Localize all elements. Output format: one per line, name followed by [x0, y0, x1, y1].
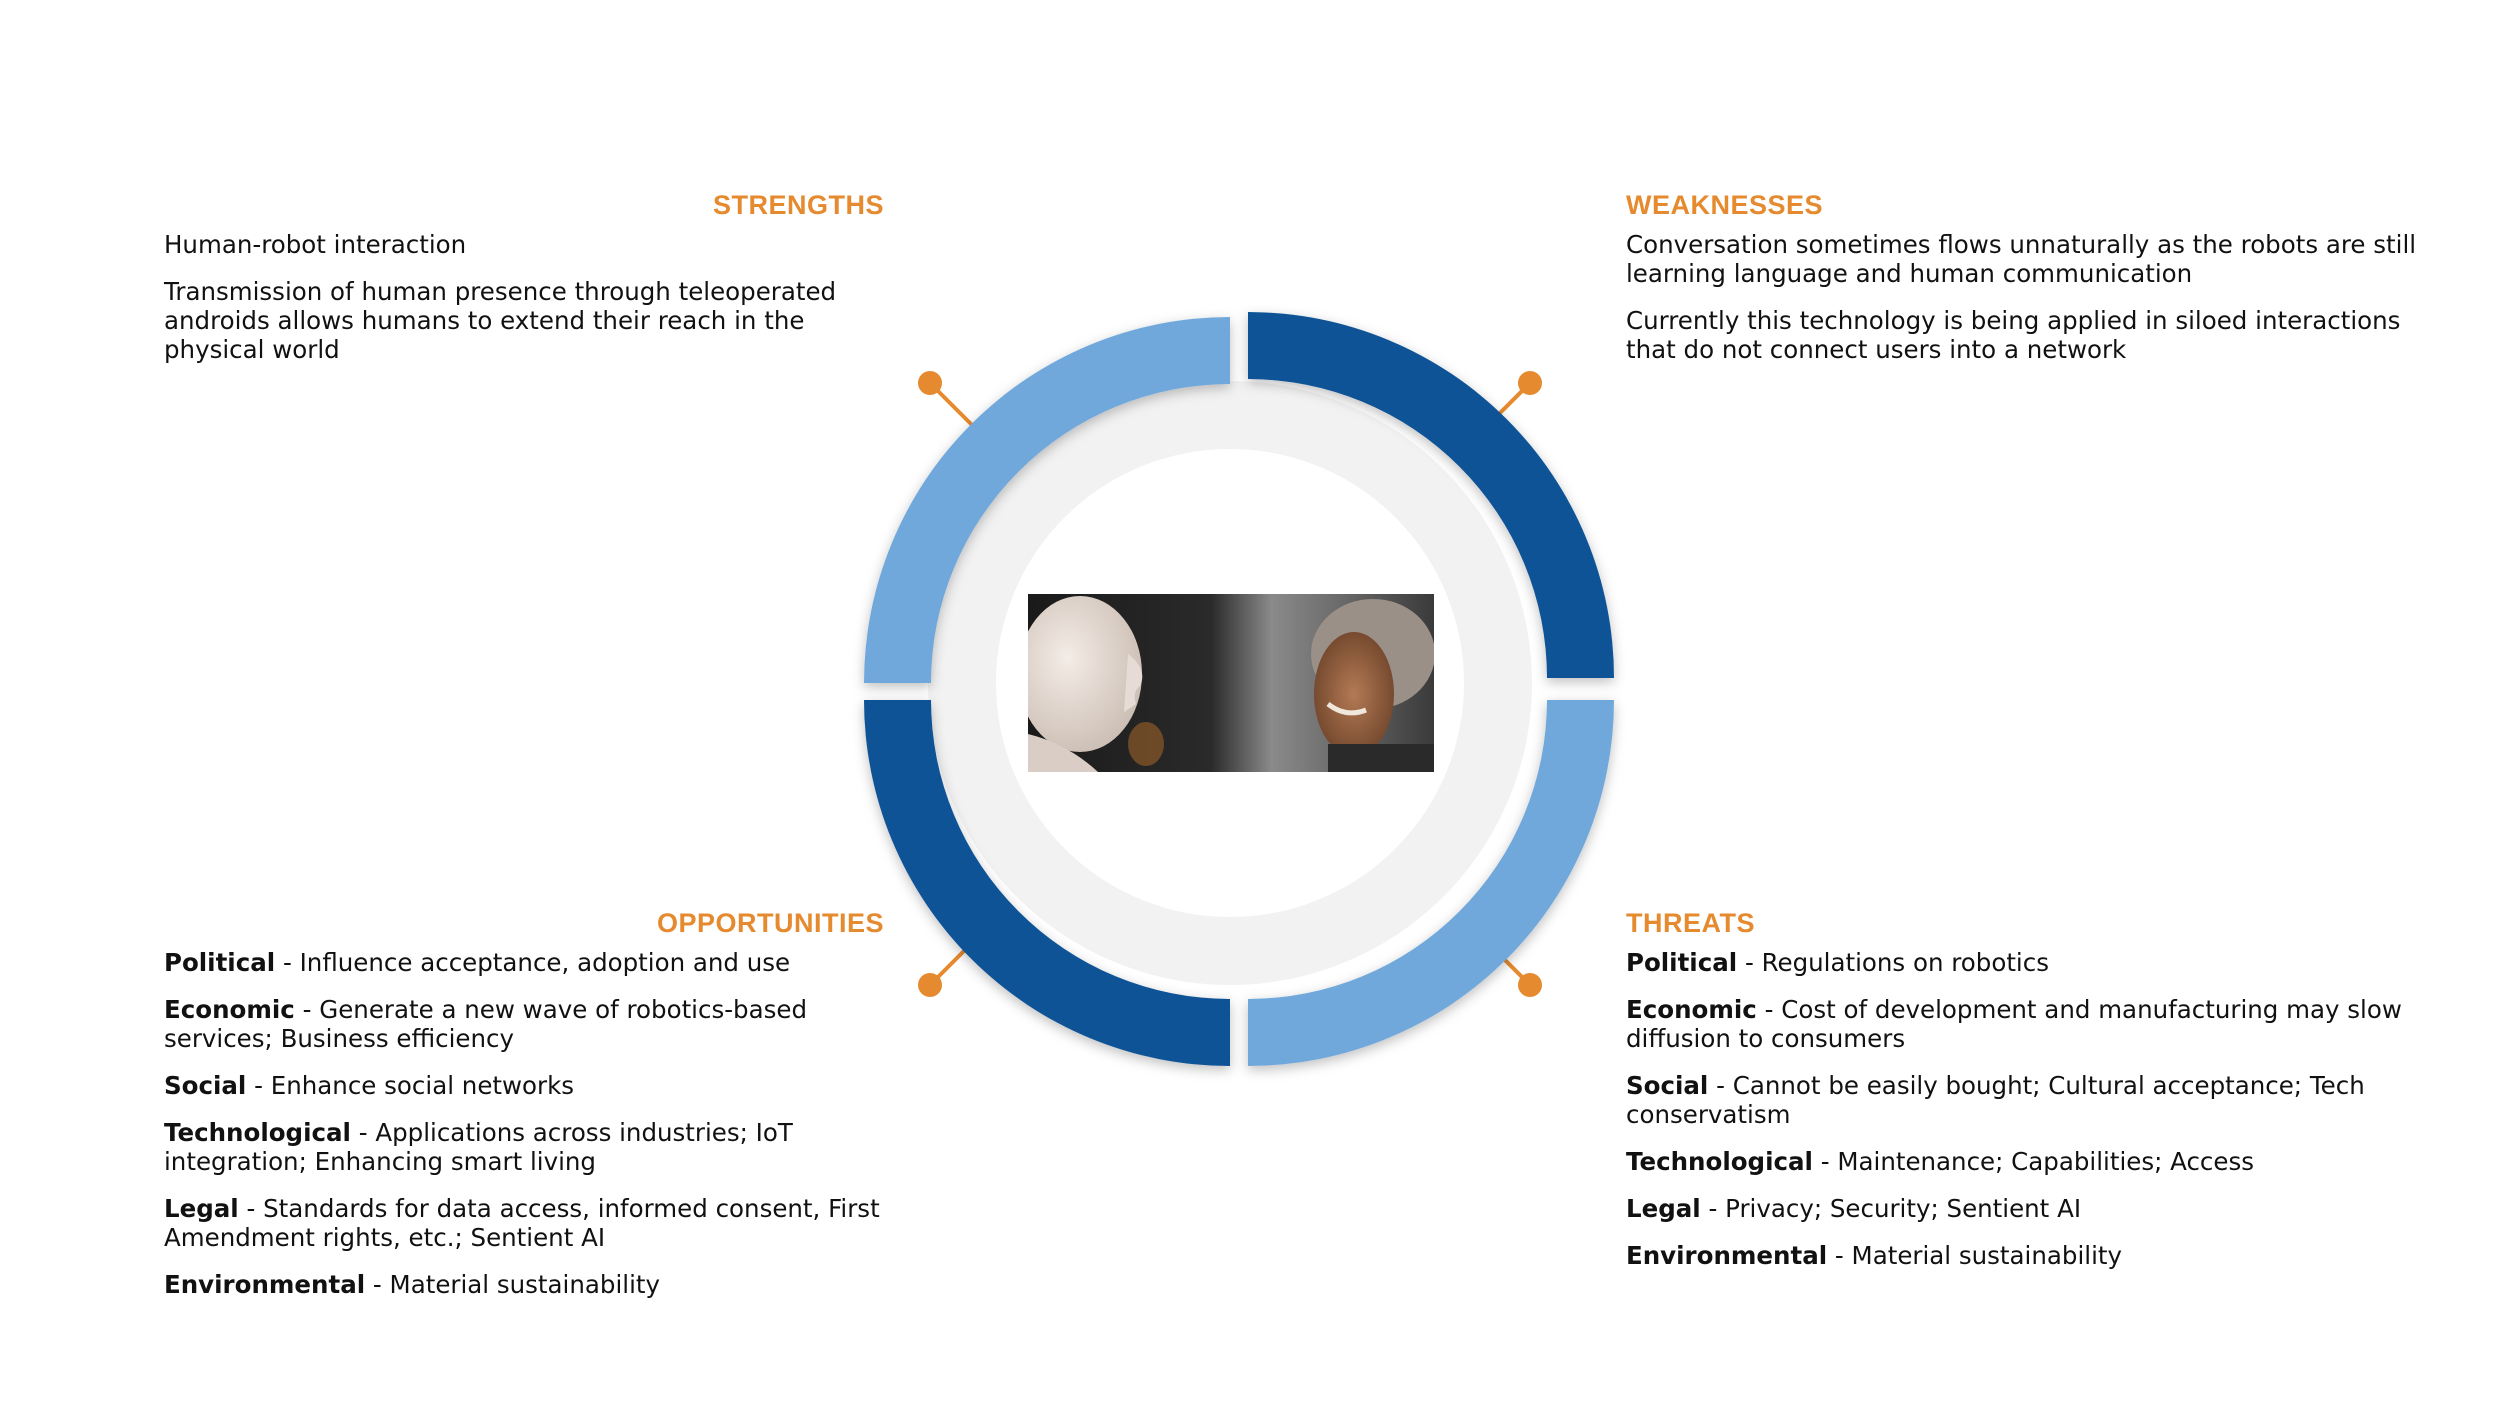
item-text: - Generate a new wave of robotics-based …: [164, 995, 808, 1053]
threats-title: THREATS: [1626, 908, 1755, 938]
item-label: Legal: [1626, 1194, 1701, 1223]
threats-item: Technological - Maintenance; Capabilitie…: [1626, 1147, 2426, 1176]
item-label: Environmental: [164, 1270, 366, 1299]
item-label: Technological: [164, 1118, 351, 1147]
item-label: Social: [1626, 1071, 1709, 1100]
segment-weaknesses: [1248, 312, 1614, 678]
opportunities-item: Technological - Applications across indu…: [164, 1118, 884, 1176]
item-text: - Standards for data access, informed co…: [164, 1194, 880, 1252]
item-text: - Cannot be easily bought; Cultural acce…: [1626, 1071, 2365, 1129]
center-photo: [1028, 594, 1434, 772]
item-text: - Material sustainability: [365, 1270, 660, 1299]
threats-item: Economic - Cost of development and manuf…: [1626, 995, 2426, 1053]
item-label: Social: [164, 1071, 247, 1100]
threats-item: Social - Cannot be easily bought; Cultur…: [1626, 1071, 2426, 1129]
strengths-section: STRENGTHS Human-robot interaction Transm…: [164, 188, 884, 382]
weaknesses-item: Conversation sometimes flows unnaturally…: [1626, 230, 2417, 288]
item-label: Legal: [164, 1194, 239, 1223]
segment-threats: [1248, 700, 1614, 1066]
item-label: Political: [164, 948, 276, 977]
opportunities-section: OPPORTUNITIES Political - Influence acce…: [164, 906, 884, 1317]
item-label: Economic: [164, 995, 295, 1024]
opportunities-item: Economic - Generate a new wave of roboti…: [164, 995, 884, 1053]
item-text: - Applications across industries; IoT in…: [164, 1118, 793, 1176]
item-text: - Maintenance; Capabilities; Access: [1812, 1147, 2254, 1176]
opportunities-item: Legal - Standards for data access, infor…: [164, 1194, 884, 1252]
strengths-item: Human-robot interaction: [164, 230, 467, 259]
item-text: - Regulations on robotics: [1737, 948, 2049, 977]
inner-ring: [928, 381, 1532, 985]
item-label: Environmental: [1626, 1241, 1828, 1270]
connector-strengths: [918, 371, 974, 427]
threats-item: Political - Regulations on robotics: [1626, 948, 2426, 977]
item-label: Technological: [1626, 1147, 1813, 1176]
opportunities-item: Social - Enhance social networks: [164, 1071, 884, 1100]
opportunities-title: OPPORTUNITIES: [656, 908, 884, 938]
item-text: - Influence acceptance, adoption and use: [275, 948, 791, 977]
item-text: - Enhance social networks: [246, 1071, 575, 1100]
opportunities-item: Political - Influence acceptance, adopti…: [164, 948, 884, 977]
threats-section: THREATS Political - Regulations on robot…: [1626, 906, 2426, 1288]
woman-face: [1311, 599, 1434, 772]
strengths-item: Transmission of human presence through t…: [164, 277, 837, 364]
item-text: - Privacy; Security; Sentient AI: [1700, 1194, 2082, 1223]
threats-item: Legal - Privacy; Security; Sentient AI: [1626, 1194, 2426, 1223]
weaknesses-section: WEAKNESSES Conversation sometimes flows …: [1626, 188, 2426, 382]
item-text: - Material sustainability: [1827, 1241, 2122, 1270]
item-label: Political: [1626, 948, 1738, 977]
item-text: - Cost of development and manufacturing …: [1626, 995, 2402, 1053]
weaknesses-item: Currently this technology is being appli…: [1626, 306, 2401, 364]
strengths-title: STRENGTHS: [712, 190, 884, 220]
opportunities-item: Environmental - Material sustainability: [164, 1270, 884, 1299]
weaknesses-title: WEAKNESSES: [1626, 190, 1824, 220]
segment-strengths: [864, 317, 1230, 683]
item-label: Economic: [1626, 995, 1757, 1024]
segment-opportunities: [864, 700, 1230, 1066]
threats-item: Environmental - Material sustainability: [1626, 1241, 2426, 1270]
robot-head: [1028, 596, 1143, 772]
